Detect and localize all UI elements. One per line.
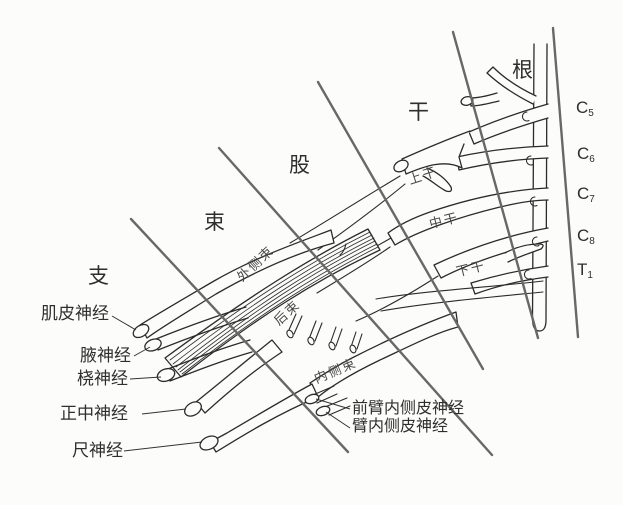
label-medial-brachial-cutaneous-nerve: 臂内侧皮神经 bbox=[352, 418, 449, 435]
zone-label-branches: 支 bbox=[88, 265, 110, 288]
medial-antebrachial-cutaneous-tip bbox=[304, 393, 320, 405]
root-letter: C bbox=[577, 184, 590, 203]
divider-cords-divisions bbox=[217, 146, 494, 457]
divider-trunks-roots bbox=[451, 30, 540, 340]
spinal-column-tube bbox=[531, 43, 548, 332]
spinal-hook-curls bbox=[521, 111, 540, 280]
root-letter: T bbox=[577, 260, 588, 279]
label-musculocutaneous-nerve: 肌皮神经 bbox=[41, 304, 109, 323]
root-label-c7: C7 bbox=[577, 185, 595, 205]
zone-label-divisions: 股 bbox=[289, 154, 311, 177]
label-axillary-nerve: 腋神经 bbox=[80, 346, 131, 365]
medial-cord-tube bbox=[199, 311, 459, 453]
root-subscript: 6 bbox=[589, 154, 595, 165]
root-label-c8: C8 bbox=[577, 227, 595, 247]
root-subscript: 7 bbox=[589, 194, 595, 205]
root-label-c5: C5 bbox=[576, 99, 594, 119]
divider-divisions-trunks bbox=[316, 80, 485, 371]
zone-divider-lines bbox=[129, 26, 580, 457]
small-branch-stubs bbox=[286, 243, 363, 354]
label-radial-nerve: 桡神经 bbox=[77, 369, 128, 388]
divider-roots-right bbox=[551, 26, 580, 339]
leader-axillary bbox=[133, 346, 151, 357]
divider-branches-cords bbox=[129, 217, 350, 454]
c5-upper-branches bbox=[460, 66, 537, 107]
leader-medial-brachial bbox=[325, 411, 351, 429]
upper-trunk-tube bbox=[393, 130, 471, 193]
posterior-cord-hatching bbox=[169, 231, 379, 375]
root-label-t1: T1 bbox=[577, 261, 593, 281]
label-medial-antebrachial-cutaneous-nerve: 前臂内侧皮神经 bbox=[352, 400, 465, 417]
medial-brachial-cutaneous-tip bbox=[315, 405, 331, 417]
lateral-cord-tube bbox=[132, 229, 335, 339]
leader-median bbox=[141, 408, 187, 415]
posterior-cord-bundle bbox=[164, 228, 381, 378]
root-label-c6: C6 bbox=[577, 145, 595, 165]
middle-trunk-tube bbox=[387, 187, 549, 246]
leader-musculocutaneous bbox=[111, 315, 137, 331]
root-letter: C bbox=[576, 98, 589, 117]
root-subscript: 5 bbox=[588, 108, 594, 119]
zone-label-cords: 束 bbox=[204, 211, 226, 234]
leader-ulnar bbox=[123, 441, 203, 452]
root-subscript: 1 bbox=[587, 270, 593, 281]
leader-medial-antebrachial bbox=[315, 398, 351, 410]
root-subscript: 8 bbox=[589, 236, 595, 247]
leader-lines bbox=[111, 315, 351, 452]
root-letter: C bbox=[577, 144, 590, 163]
musculocutaneous-nerve-tip bbox=[132, 323, 150, 339]
root-letter: C bbox=[577, 226, 590, 245]
zone-label-trunks: 干 bbox=[408, 101, 430, 124]
label-median-nerve: 正中神经 bbox=[60, 404, 128, 423]
label-ulnar-nerve: 尺神经 bbox=[72, 441, 123, 460]
radial-nerve-tube bbox=[156, 339, 253, 383]
leader-radial bbox=[129, 376, 162, 380]
zone-label-roots: 根 bbox=[512, 59, 534, 82]
